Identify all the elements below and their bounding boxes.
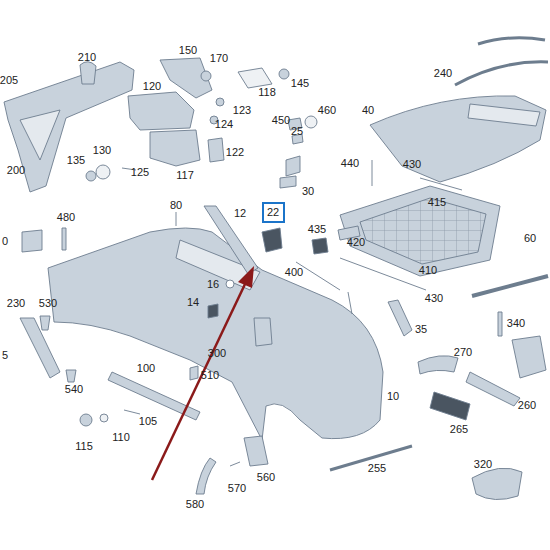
callout-number: 35 xyxy=(415,324,427,335)
callout-number: 105 xyxy=(139,416,157,427)
callout-number: 420 xyxy=(347,237,365,248)
callout-number: 200 xyxy=(7,165,25,176)
callout-number: 25 xyxy=(291,126,303,137)
callout-number: 400 xyxy=(285,267,303,278)
callout-number: 415 xyxy=(428,197,446,208)
callout-number: 265 xyxy=(450,424,468,435)
callout-number: 170 xyxy=(210,53,228,64)
callout-number: 430 xyxy=(425,293,443,304)
callout-number: 122 xyxy=(226,147,244,158)
callout-number: 260 xyxy=(518,400,536,411)
callout-number: 12 xyxy=(234,208,246,219)
callout-number: 240 xyxy=(434,68,452,79)
callout-number: 540 xyxy=(65,384,83,395)
callout-number: 300 xyxy=(208,348,226,359)
callout-number: 40 xyxy=(362,105,374,116)
callout-number: 435 xyxy=(308,224,326,235)
callout-number: 123 xyxy=(233,105,251,116)
callout-number: 10 xyxy=(387,391,399,402)
callout-number: 117 xyxy=(176,170,194,181)
callout-number: 0 xyxy=(2,236,8,247)
callout-number: 115 xyxy=(75,441,93,452)
callout-number: 60 xyxy=(524,233,536,244)
callout-number: 510 xyxy=(201,370,219,381)
callout-number: 210 xyxy=(78,52,96,63)
callout-number: 120 xyxy=(143,81,161,92)
callout-number: 16 xyxy=(207,279,219,290)
callout-number: 30 xyxy=(302,186,314,197)
callout-number: 560 xyxy=(257,472,275,483)
highlight-box: 22 xyxy=(262,202,285,223)
callout-number: 100 xyxy=(137,363,155,374)
callout-number: 530 xyxy=(39,298,57,309)
callout-number: 580 xyxy=(186,499,204,510)
callout-number: 340 xyxy=(507,318,525,329)
callout-number: 124 xyxy=(215,119,233,130)
callout-number: 480 xyxy=(57,212,75,223)
callout-number: 125 xyxy=(131,167,149,178)
callout-number: 22 xyxy=(267,206,280,218)
callout-number: 430 xyxy=(403,159,421,170)
callout-number: 270 xyxy=(454,347,472,358)
callout-number: 450 xyxy=(272,115,290,126)
callout-number: 440 xyxy=(341,158,359,169)
callout-number: 150 xyxy=(179,45,197,56)
callout-number: 205 xyxy=(0,75,18,86)
callout-number: 410 xyxy=(419,265,437,276)
callout-number: 230 xyxy=(7,298,25,309)
callout-number: 460 xyxy=(318,105,336,116)
callout-number: 130 xyxy=(93,145,111,156)
callout-number: 145 xyxy=(291,78,309,89)
callout-number: 320 xyxy=(474,459,492,470)
callout-number: 14 xyxy=(187,297,199,308)
callout-number: 110 xyxy=(112,432,130,443)
callout-number: 118 xyxy=(258,87,276,98)
callout-number: 80 xyxy=(170,200,182,211)
callout-number: 135 xyxy=(67,155,85,166)
callout-number: 570 xyxy=(228,483,246,494)
callout-number: 5 xyxy=(2,350,8,361)
callout-number: 255 xyxy=(368,463,386,474)
